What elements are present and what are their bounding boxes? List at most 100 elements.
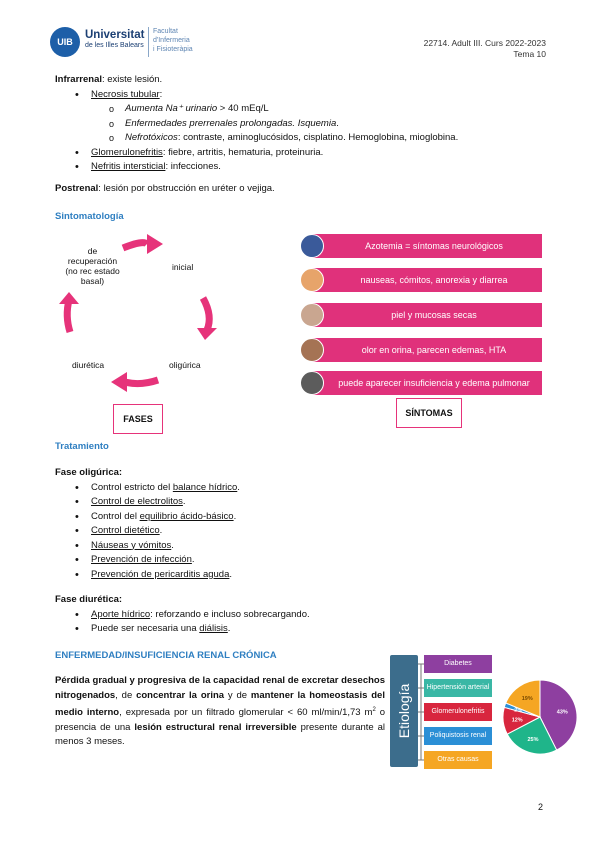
erc-text: o presencia de una <box>55 707 386 733</box>
list-item: Nefritis intersticial: infecciones. <box>75 160 555 175</box>
item-underlined: diálisis <box>199 623 228 634</box>
uib-logo-seal: UIB <box>50 27 80 57</box>
etiologia-connector <box>418 663 424 761</box>
arrowhead-top <box>147 234 163 254</box>
stomach-icon <box>300 268 324 292</box>
etiologia-label-text: Etiología <box>396 683 413 739</box>
sintomas-box: SÍNTOMAS <box>396 398 462 428</box>
item-post: . <box>159 525 163 536</box>
erc-definition: Pérdida gradual y progresiva de la capac… <box>55 674 385 750</box>
etiologia-label: Etiología <box>390 655 418 767</box>
arrow-top <box>121 239 150 252</box>
faculty-line: i Fisioteràpia <box>153 46 193 53</box>
pie-slice <box>506 716 558 755</box>
symptom-row: puede aparecer insuficiencia y edema pul… <box>300 371 542 395</box>
item-post: . <box>191 554 195 565</box>
arrow-left <box>63 299 74 334</box>
pie-data-label: 19% <box>522 696 533 702</box>
etiology-cause: Poliquistosis renal <box>424 727 492 745</box>
phase-diuretic: diurética <box>72 360 105 370</box>
list-item: Control de electrolitos. <box>75 495 535 510</box>
symptom-row: Azotemia = síntomas neurológicos <box>300 234 542 258</box>
erc-text: , expresada por un filtrado glomerular <… <box>119 707 373 719</box>
item-post: . <box>227 623 231 634</box>
nefritis-label: Nefritis intersticial <box>91 161 166 172</box>
arrowhead-left <box>59 292 79 304</box>
infrarrenal-label: Infrarrenal <box>55 74 102 85</box>
item-post: . <box>171 539 174 551</box>
symptom-row: nauseas, cómitos, anorexia y diarrea <box>300 268 542 292</box>
arrowhead-right <box>197 328 217 340</box>
course-info: 22714. Adult III. Curs 2022-2023 Tema 10 <box>424 38 546 60</box>
feet-icon <box>300 338 324 362</box>
etiology-cause: Glomerulonefritis <box>424 703 492 721</box>
diuretic-treatment: Fase diurética: Aporte hídrico: reforzan… <box>55 593 535 637</box>
erc-text: y de <box>224 689 251 701</box>
phase-initial: inicial <box>172 262 194 272</box>
list-item: Necrosis tubular: Aumenta Na⁺ urinario >… <box>75 88 555 146</box>
fases-box: FASES <box>113 404 163 434</box>
colon: : <box>118 594 123 605</box>
etiology-cause: Diabetes <box>424 655 492 673</box>
symptom-label: Azotemia = síntomas neurológicos <box>312 234 542 258</box>
item-underlined: equilibrio ácido-básico <box>139 510 234 522</box>
lung-xray-icon <box>300 371 324 395</box>
necrosis-item-rest: . <box>336 117 339 129</box>
item-underlined: Prevención de pericarditis aguda <box>91 568 230 580</box>
sintomatologia-title: Sintomatología <box>55 211 124 222</box>
erc-text: , de <box>115 689 137 701</box>
pie-data-label: 12% <box>512 717 523 723</box>
arrow-bottom <box>124 376 160 388</box>
item-underlined: Prevención de infección <box>91 554 192 565</box>
necrosis-item-em: Aumenta Na⁺ urinario <box>125 103 218 114</box>
list-item: Prevención de infección. <box>75 553 535 568</box>
glomerulo-label: Glomerulonefritis <box>91 146 163 158</box>
necrosis-suffix: : <box>159 88 163 100</box>
pie-data-label: 25% <box>527 737 538 743</box>
symptom-label: nauseas, cómitos, anorexia y diarrea <box>312 268 542 292</box>
list-item: Enfermedades prerrenales prolongadas. Is… <box>109 117 555 132</box>
erc-text-bold: concentrar la orina <box>136 689 225 701</box>
erc-text: presente durante al menos 3 meses. <box>55 721 386 748</box>
pie-slice <box>539 679 578 751</box>
oliguric-treatment: Fase oligúrica: Control estricto del bal… <box>55 466 535 582</box>
phases-cycle-arrows <box>59 234 217 392</box>
item-underlined: Aporte hídrico <box>91 608 151 620</box>
symptom-row: olor en orina, parecen edemas, HTA <box>300 338 542 362</box>
item-post: : reforzando e incluso sobrecargando. <box>150 608 310 620</box>
item-post: . <box>237 481 240 493</box>
list-item: Control estricto del balance hídrico. <box>75 481 535 496</box>
infrarrenal-text: : existe lesión. <box>102 74 163 85</box>
postrenal-text: : lesión por obstrucción en uréter o vej… <box>98 183 275 194</box>
item-underlined: Control de electrolitos <box>91 496 183 507</box>
list-item: Prevención de pericarditis aguda. <box>75 568 535 583</box>
pie-data-label: 2% <box>514 708 522 714</box>
list-item: Puede ser necesaria una diálisis. <box>75 622 535 637</box>
symptom-label: piel y mucosas secas <box>312 303 542 327</box>
necrosis-item-rest: : contraste, aminoglucósidos, cisplatino… <box>177 132 459 143</box>
faculty-name: Facultat d'Infermeria i Fisioteràpia <box>153 27 193 54</box>
necrosis-item-em: Enfermedades prerrenales prolongadas. Is… <box>125 117 337 129</box>
arrowhead-bottom <box>111 372 127 392</box>
etiology-cause: Hipertensión arterial <box>424 679 492 697</box>
skin-icon <box>300 303 324 327</box>
etiology-pie-chart: 43%25%12%2%19% <box>502 679 578 755</box>
item-underlined: Náuseas y vómitos <box>91 539 172 551</box>
item-pre: Control del <box>91 510 140 522</box>
symptom-label: olor en orina, parecen edemas, HTA <box>312 338 542 362</box>
item-pre: Control estricto del <box>91 481 173 493</box>
topic-number: Tema 10 <box>513 49 546 59</box>
diuretic-title: Fase diurética <box>55 594 119 605</box>
diuretic-heading: Fase diurética: <box>55 593 535 608</box>
oliguric-heading: Fase oligúrica: <box>55 466 535 481</box>
logo-divider <box>148 27 149 57</box>
necrosis-label: Necrosis tubular <box>91 88 160 100</box>
erc-title: ENFERMEDAD/INSUFICIENCIA RENAL CRÓNICA <box>55 650 277 661</box>
list-item: Nefrotóxicos: contraste, aminoglucósidos… <box>109 131 555 146</box>
university-subtitle: de les Illes Balears <box>85 42 144 49</box>
necrosis-item-em: Nefrotóxicos <box>125 132 178 143</box>
symptom-label: puede aparecer insuficiencia y edema pul… <box>312 371 542 395</box>
item-post: . <box>182 496 186 507</box>
item-post: . <box>233 510 237 522</box>
page-number: 2 <box>538 802 544 812</box>
